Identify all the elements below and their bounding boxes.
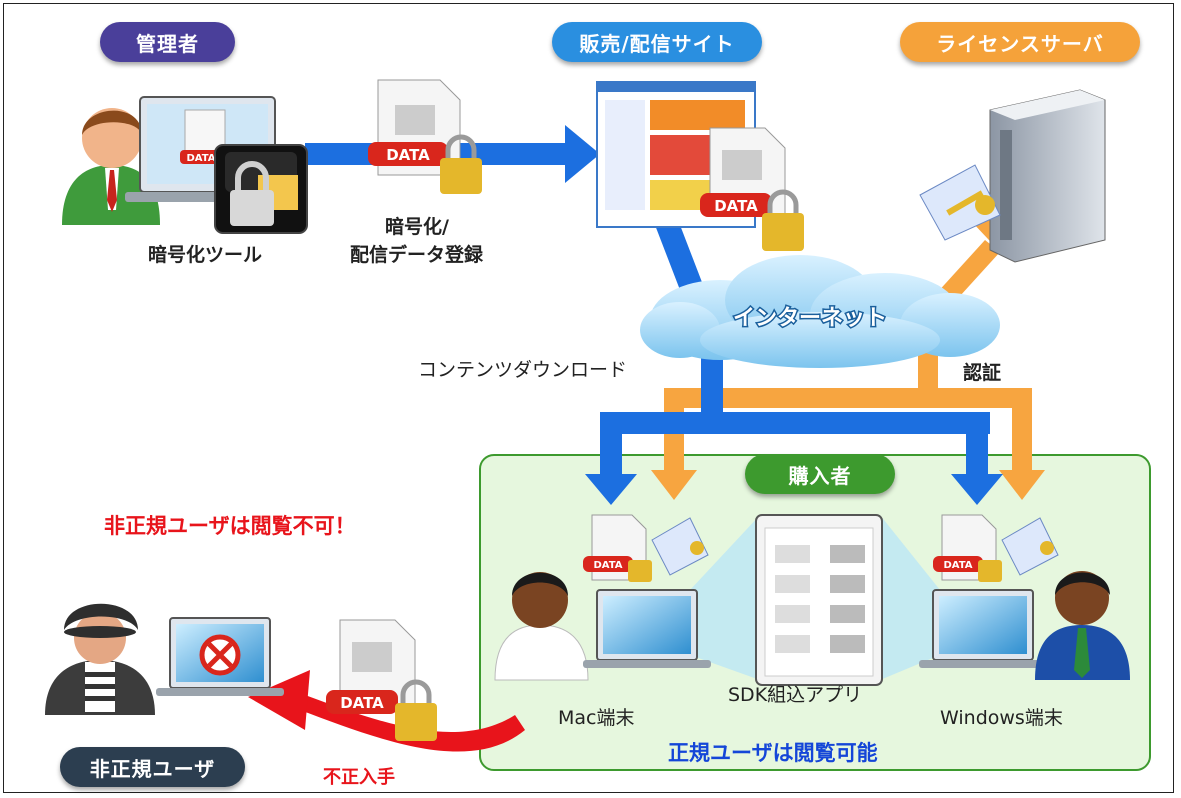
mac-key-icon <box>651 517 709 576</box>
authorized-can-view-label: 正規ユーザは閲覧可能 <box>668 741 878 765</box>
admin-role-pill: 管理者 <box>100 22 235 62</box>
no-access-icon <box>199 634 241 676</box>
unauthorized-role-pill: 非正規ユーザ <box>60 747 245 787</box>
windows-user-icon <box>1035 571 1130 680</box>
license-server-role-pill: ライセンスサーバ <box>900 22 1140 62</box>
license-server-icon <box>989 89 1106 263</box>
svg-text:DATA: DATA <box>386 146 430 164</box>
site-role-pill: 販売/配信サイト <box>552 22 762 62</box>
mac-label: Mac端末 <box>558 707 635 729</box>
windows-key-icon <box>1001 517 1059 576</box>
encryption-tool-label: 暗号化ツール <box>148 244 263 266</box>
mac-data-icon: DATA <box>583 514 652 582</box>
content-download-label: コンテンツダウンロード <box>418 359 628 381</box>
windows-laptop-icon <box>919 589 1047 668</box>
sdk-beam-left <box>690 515 760 680</box>
purchaser-role-pill: 購入者 <box>745 454 895 494</box>
mac-user-icon <box>494 572 589 681</box>
site-to-internet-line <box>655 225 705 290</box>
windows-label: Windows端末 <box>940 707 1063 729</box>
svg-text:DATA: DATA <box>943 560 972 571</box>
diagram-frame <box>3 3 1174 793</box>
unauthorized-cannot-view-label: 非正規ユーザは閲覧不可！ <box>104 514 356 538</box>
internet-label: インターネット <box>733 306 887 331</box>
auth-bracket <box>651 350 1045 500</box>
sdk-app-label: SDK組込アプリ <box>728 684 863 706</box>
svg-text:DATA: DATA <box>714 197 758 215</box>
mac-laptop-icon <box>583 589 711 668</box>
download-bracket <box>585 355 1003 505</box>
authentication-label: 認証 <box>963 362 1002 384</box>
windows-data-icon: DATA <box>933 514 1002 582</box>
license-key-icon <box>919 164 1001 241</box>
svg-text:DATA: DATA <box>593 560 622 571</box>
upload-data-icon: DATA <box>368 79 482 194</box>
svg-text:DATA: DATA <box>340 694 384 712</box>
site-data-icon: DATA <box>700 127 804 251</box>
register-label-line2: 配信データ登録 <box>350 244 484 266</box>
stolen-data-icon: DATA <box>326 619 437 741</box>
svg-text:DATA: DATA <box>186 153 215 164</box>
illegal-obtain-label: 不正入手 <box>323 767 395 788</box>
encryption-tool-icon <box>214 144 308 234</box>
sdk-app-icon <box>755 514 883 686</box>
internet-cloud <box>640 255 1000 368</box>
illegal-arrow <box>248 670 525 752</box>
sdk-beam-right <box>880 515 940 680</box>
unauthorized-user-icon <box>45 603 155 715</box>
admin-person-icon <box>62 108 160 225</box>
register-label-line1: 暗号化/ <box>385 216 449 238</box>
